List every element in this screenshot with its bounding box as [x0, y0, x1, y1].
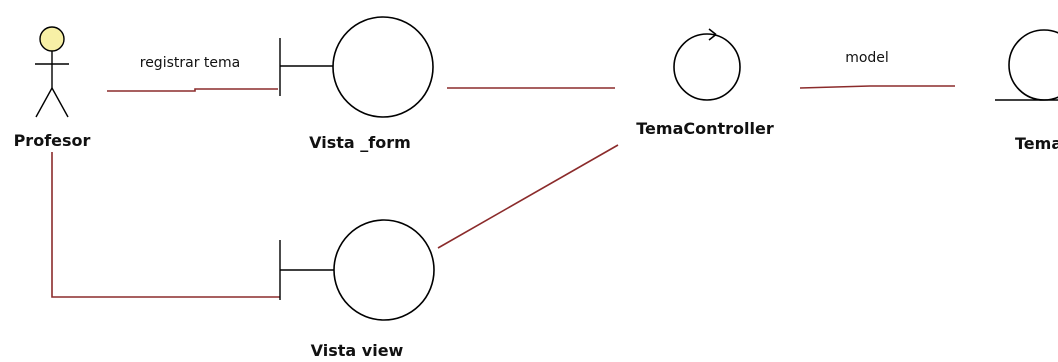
- boundary-form-label: Vista _form: [309, 133, 411, 152]
- actor-left-leg: [35, 87, 53, 118]
- actor-right-leg: [51, 87, 69, 118]
- controller-tema[interactable]: TemaController: [636, 28, 774, 138]
- controller-arrow-icon: [708, 28, 717, 41]
- message-registrar-tema: registrar tema: [140, 55, 240, 71]
- link-actor-to-view: [51, 152, 280, 298]
- actor-label: Profesor: [14, 131, 91, 150]
- link-controller-to-entity: [799, 85, 955, 89]
- boundary-vista-view[interactable]: Vista view: [279, 219, 435, 360]
- boundary-circle: [332, 16, 434, 118]
- controller-label: TemaController: [636, 119, 774, 138]
- entity-tema[interactable]: Tema: [995, 29, 1058, 153]
- entity-circle: [1008, 29, 1058, 101]
- boundary-vista-form[interactable]: Vista _form: [279, 16, 434, 152]
- link-actor-to-form: [107, 88, 278, 92]
- link-view-to-controller: [437, 144, 619, 249]
- actor-profesor[interactable]: Profesor: [14, 26, 91, 150]
- boundary-view-label: Vista view: [311, 341, 404, 360]
- message-model: model: [845, 50, 889, 66]
- boundary-circle: [333, 219, 435, 321]
- actor-head: [39, 26, 65, 52]
- entity-label: Tema: [1015, 134, 1058, 153]
- controller-circle: [673, 33, 741, 101]
